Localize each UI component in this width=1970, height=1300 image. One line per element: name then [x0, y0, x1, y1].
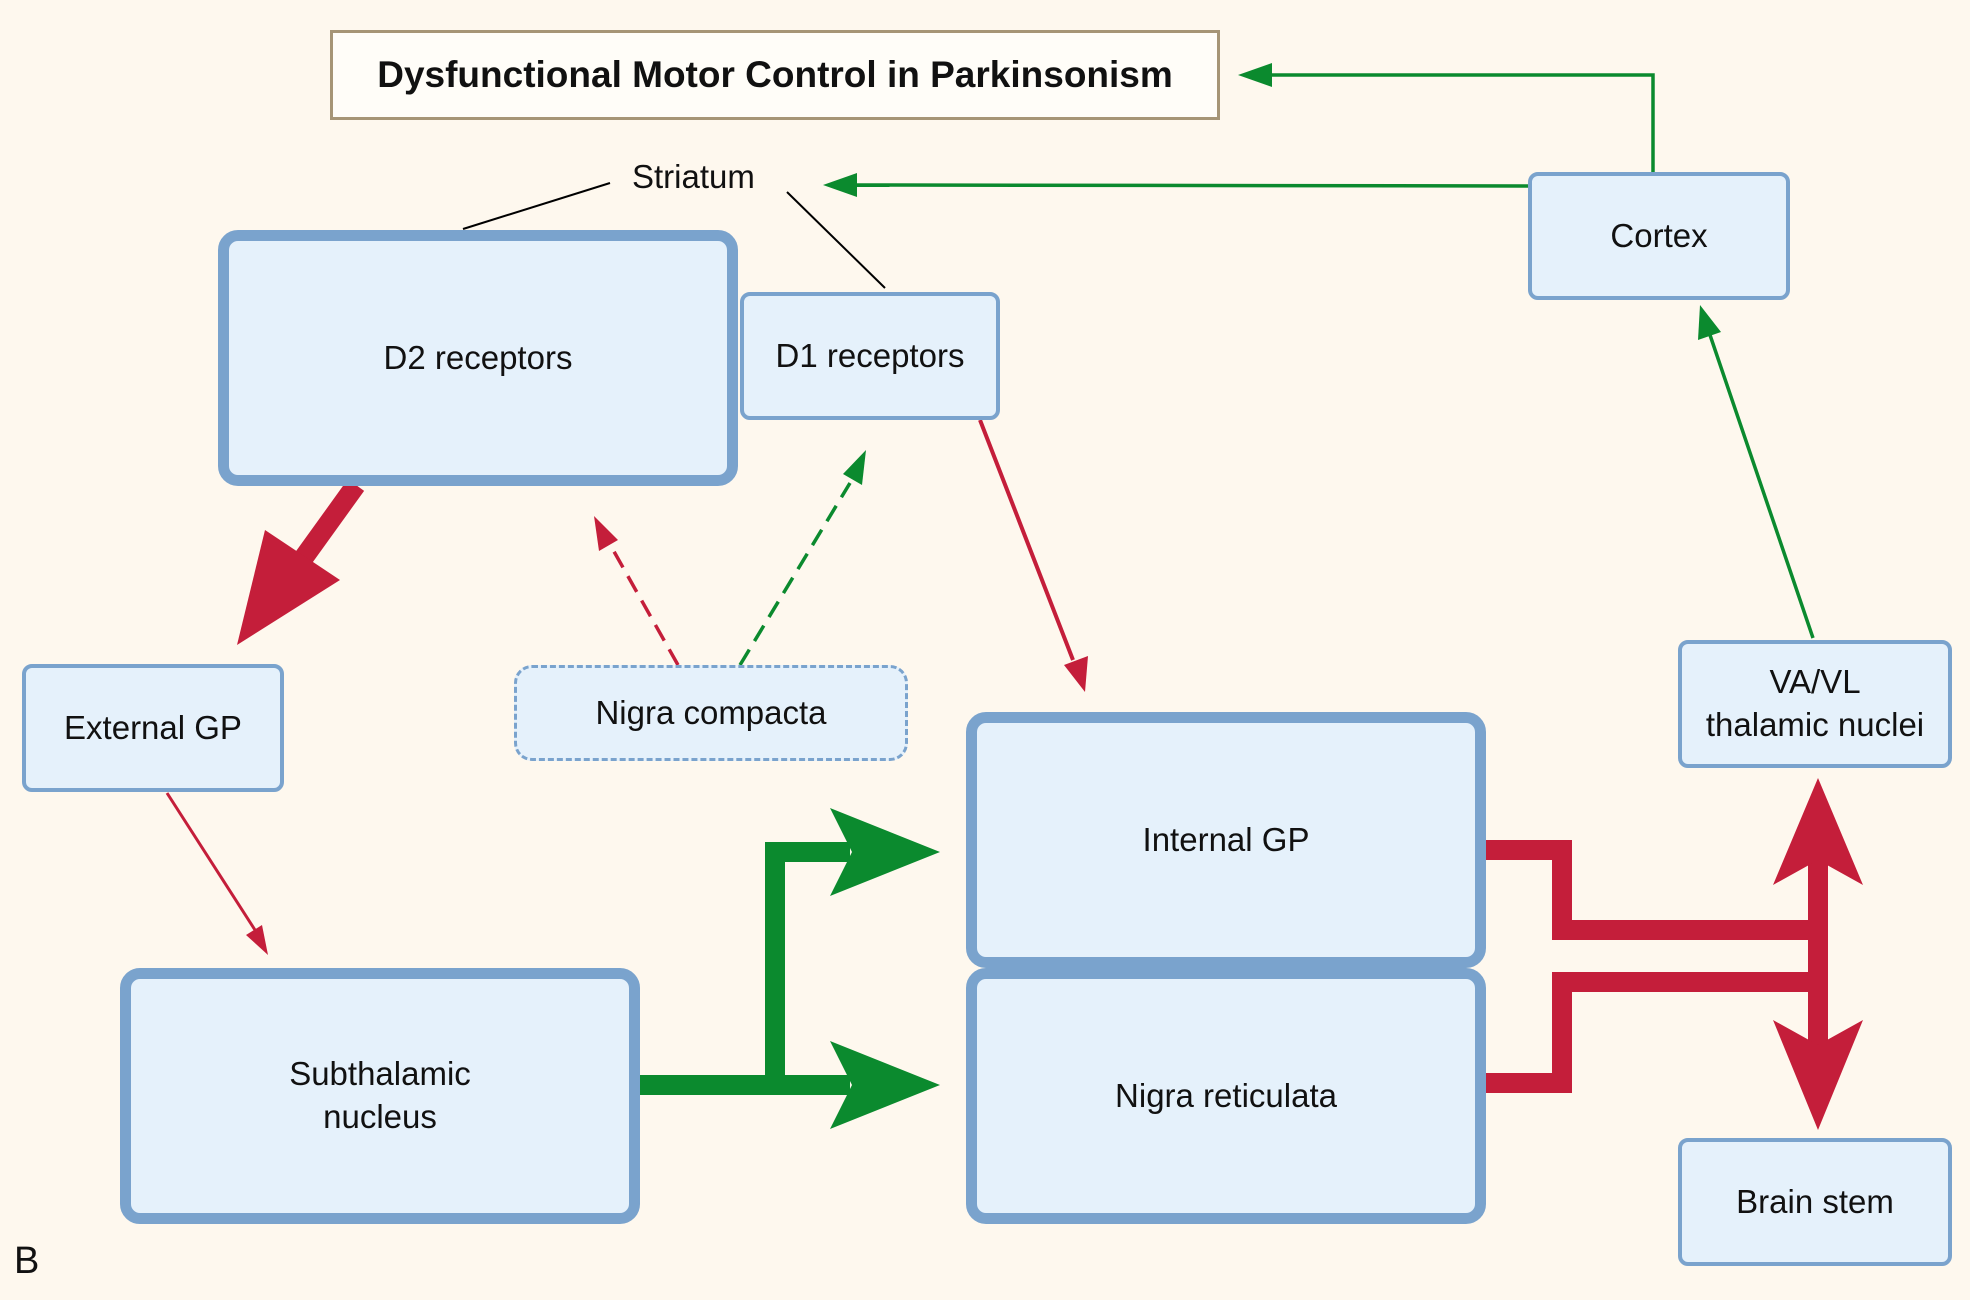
arrow-compacta-to-d2 — [610, 547, 680, 666]
panel-letter: B — [14, 1240, 40, 1282]
nigra-compacta-node: Nigra compacta — [514, 665, 908, 761]
arrow-cortex-to-striatum — [854, 183, 1531, 188]
striatum-bracket-right — [786, 191, 886, 289]
arrow-compacta-to-d1 — [738, 482, 852, 666]
arrowhead-to-brain-stem — [1773, 1020, 1863, 1130]
thalamic-nuclei-node: VA/VL thalamic nuclei — [1678, 640, 1952, 768]
arrowhead-to-thalamic — [1773, 778, 1863, 885]
arrowhead-cortex-to-title — [1238, 63, 1272, 87]
thalamic-label-line2: thalamic nuclei — [1705, 706, 1925, 743]
thalamic-label-line1: VA/VL — [1769, 663, 1861, 701]
external-gp-node: External GP — [22, 664, 284, 792]
striatum-label: Striatum — [632, 158, 755, 195]
d1-receptors-node: D1 receptors — [740, 292, 1000, 420]
arrowhead-compacta-to-d2 — [594, 516, 618, 551]
subthalamic-nucleus-node: Subthalamic nucleus — [120, 968, 640, 1224]
brain-stem-node: Brain stem — [1678, 1138, 1952, 1266]
nigra-reticulata-node: Nigra reticulata — [966, 968, 1486, 1224]
d2-receptors-label: D2 receptors — [383, 338, 573, 376]
arrow-reticulata-output — [1486, 972, 1810, 1093]
arrow-cortex-to-title — [1270, 73, 1655, 173]
arrowhead-compacta-to-d1 — [843, 450, 866, 485]
arrowhead-d2-to-external-gp — [237, 530, 340, 645]
nigra-reticulata-label: Nigra reticulata — [1115, 1076, 1337, 1114]
striatum-bracket-left — [462, 182, 611, 230]
external-gp-label: External GP — [64, 708, 242, 746]
subthalamic-label-line2: nucleus — [323, 1098, 437, 1135]
arrowhead-d1-to-internal-gp — [1064, 656, 1088, 692]
arrowhead-subthalamic-to-reticulata — [830, 1041, 940, 1129]
arrowhead-thalamic-to-cortex — [1698, 305, 1721, 340]
diagram-title: Dysfunctional Motor Control in Parkinson… — [330, 30, 1220, 120]
arrow-external-gp-to-subthalamic — [165, 792, 257, 931]
arrowhead-subthalamic-to-internal-gp — [830, 808, 940, 896]
cortex-label: Cortex — [1610, 216, 1708, 254]
arrow-d1-to-internal-gp — [978, 419, 1075, 661]
d2-receptors-node: D2 receptors — [218, 230, 738, 486]
brain-stem-label: Brain stem — [1736, 1182, 1894, 1220]
arrow-thalamic-to-cortex — [1708, 334, 1815, 639]
subthalamic-label-line1: Subthalamic — [289, 1055, 471, 1093]
arrow-subthalamic-trunk — [640, 842, 850, 1095]
nigra-compacta-label: Nigra compacta — [595, 693, 827, 731]
d1-receptors-label: D1 receptors — [775, 336, 965, 374]
arrowhead-cortex-to-striatum — [823, 173, 857, 197]
internal-gp-node: Internal GP — [966, 712, 1486, 968]
arrowhead-external-gp-to-subthalamic — [246, 925, 268, 955]
internal-gp-label: Internal GP — [1142, 820, 1310, 858]
cortex-node: Cortex — [1528, 172, 1790, 300]
arrow-internal-gp-output — [1486, 840, 1810, 940]
